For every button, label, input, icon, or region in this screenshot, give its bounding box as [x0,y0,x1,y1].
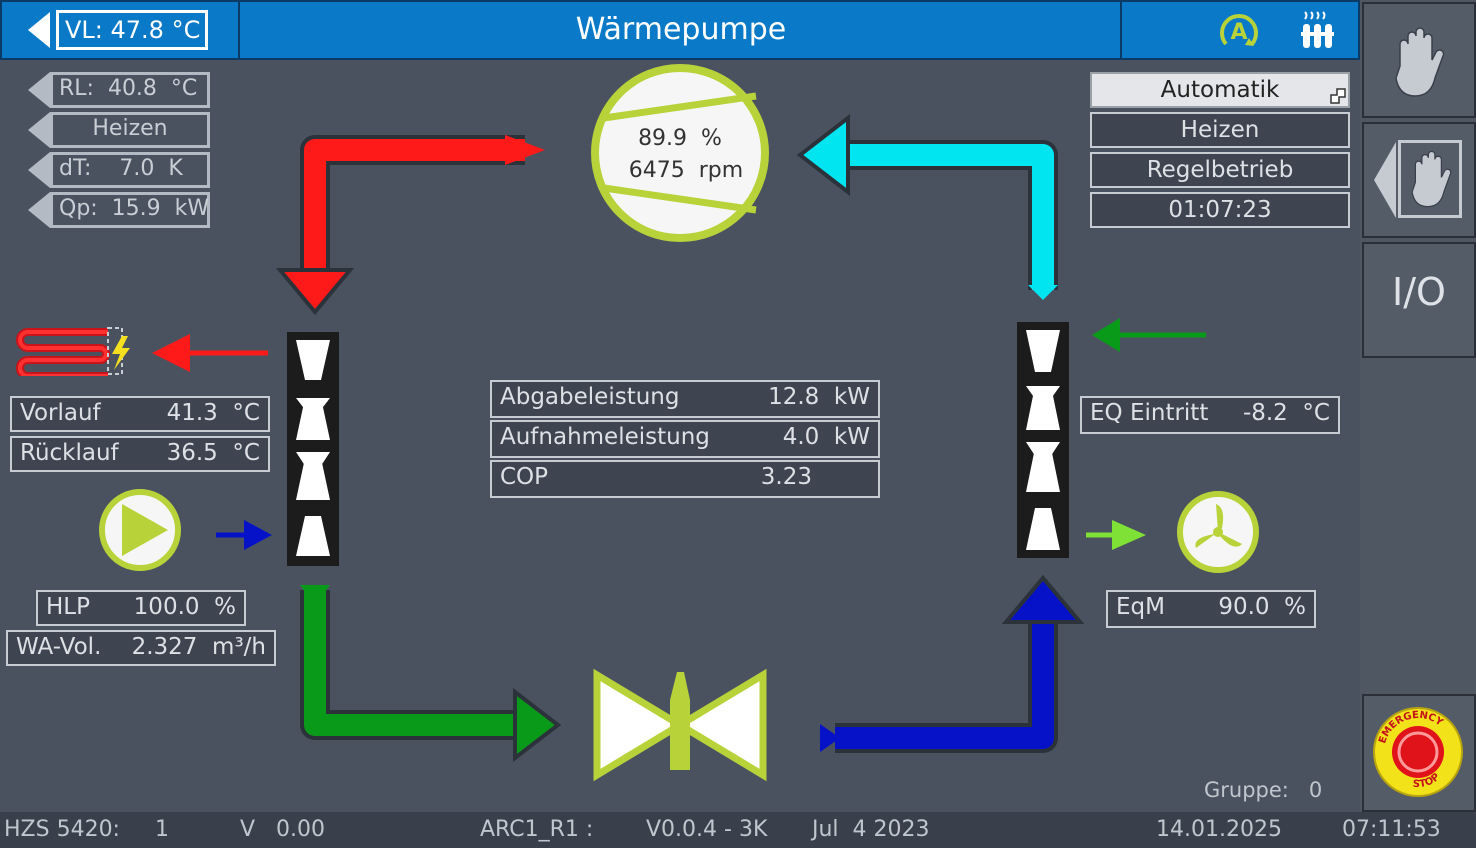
wavol-row: WA-Vol. 2.327 m³/h [6,630,276,666]
heat-output-arrow [152,334,268,372]
hand-small-icon [1411,150,1452,208]
version-status: V0.0.4 - 3K [646,817,768,842]
aufnahme-label: Aufnahmeleistung [500,424,710,450]
hzs-status: HZS 5420: 1 [4,817,169,842]
compressor-percent: 89.9 % [638,126,722,151]
fan-flow-arrow [1086,520,1146,550]
vorlauf-row: Vorlauf 41.3 °C [10,396,270,432]
manual-tab-arrow-icon [1374,142,1396,218]
refrigerant-circuit [152,64,1206,782]
dt-tag[interactable]: dT: 7.0 K [50,152,210,188]
expansion-valve [593,668,767,782]
heating-radiator-icon[interactable] [1300,10,1336,50]
io-label: I/O [1392,270,1446,314]
regelbetrieb-status: Regelbetrieb [1090,152,1350,188]
emergency-stop-button[interactable]: EMERGENCY STOP [1372,706,1464,798]
automatic-mode-icon[interactable]: A [1216,8,1262,54]
liquid-line [300,590,525,740]
compressor-rpm: 6475 rpm [628,158,744,183]
mode-tag[interactable]: Heizen [50,112,210,148]
clock-status: 07:11:53 [1342,817,1441,842]
runtime-status: 01:07:23 [1090,192,1350,228]
pointer-icon [1330,88,1346,104]
abgabe-row: Abgabeleistung 12.8 kW [490,380,880,418]
cop-row: COP 3.23 [490,460,880,498]
date-status: 14.01.2025 [1156,817,1282,842]
wavol-value: 2.327 m³/h [131,634,266,660]
compressor-symbol [591,64,769,242]
manual-tab-frame [1398,140,1462,218]
condenser-exchanger [287,332,339,566]
heizen-status: Heizen [1090,112,1350,148]
vorlauf-value: 41.3 °C [166,400,260,426]
hlp-label: HLP [46,594,90,620]
build-date-status: Jul 4 2023 [812,817,930,842]
arc-status: ARC1_R1 : [480,817,594,842]
ruecklauf-label: Rücklauf [20,440,119,466]
source-input-arrow [1092,318,1206,352]
io-button[interactable] [1362,242,1476,358]
abgabe-label: Abgabeleistung [500,384,680,410]
qp-tab-arrow-icon [28,192,50,228]
eqm-label: EqM [1116,594,1165,620]
fan-icon[interactable] [1176,490,1260,574]
ruecklauf-row: Rücklauf 36.5 °C [10,436,270,472]
circulation-pump-icon[interactable] [98,488,182,572]
eq-eintritt-label: EQ Eintritt [1090,400,1209,426]
evaporator-exchanger [1017,322,1069,558]
vorlauf-label: Vorlauf [20,400,101,426]
v-status: V 0.00 [240,817,326,842]
hlp-row: HLP 100.0 % [36,590,246,626]
automatik-button[interactable]: Automatik [1090,72,1350,108]
svg-text:A: A [1230,20,1247,45]
eqm-value: 90.0 % [1218,594,1306,620]
cop-value: 3.23 [760,464,812,490]
manual-mode-button[interactable] [1362,2,1476,118]
electric-heater-icon [16,327,130,376]
suction-line [845,140,1058,290]
dt-tab-arrow-icon [28,152,50,188]
page-title: Wärmepumpe [575,12,787,47]
aufnahme-value: 4.0 kW [782,424,870,450]
status-bar: HZS 5420: 1 V 0.00 ARC1_R1 : V0.0.4 - 3K… [0,812,1476,848]
expanded-line [835,615,1058,753]
vl-arrow-icon [28,12,50,48]
hlp-value: 100.0 % [133,594,236,620]
hand-icon [1395,27,1445,97]
cop-label: COP [500,464,549,490]
eq-eintritt-row: EQ Eintritt -8.2 °C [1080,396,1340,434]
mode-tab-arrow-icon [28,112,50,148]
return-water-arrow [216,520,272,550]
aufnahme-row: Aufnahmeleistung 4.0 kW [490,420,880,458]
vl-value: VL: 47.8 °C [56,10,208,50]
qp-tag[interactable]: Qp: 15.9 kW [50,192,210,228]
abgabe-value: 12.8 kW [768,384,870,410]
gruppe-label: Gruppe: 0 [1204,778,1323,802]
eqm-row: EqM 90.0 % [1106,590,1316,628]
wavol-label: WA-Vol. [16,634,102,660]
eq-eintritt-value: -8.2 °C [1242,400,1330,426]
ruecklauf-value: 36.5 °C [166,440,260,466]
rl-tab-arrow-icon [28,72,50,108]
rl-tag[interactable]: RL: 40.8 °C [50,72,210,108]
